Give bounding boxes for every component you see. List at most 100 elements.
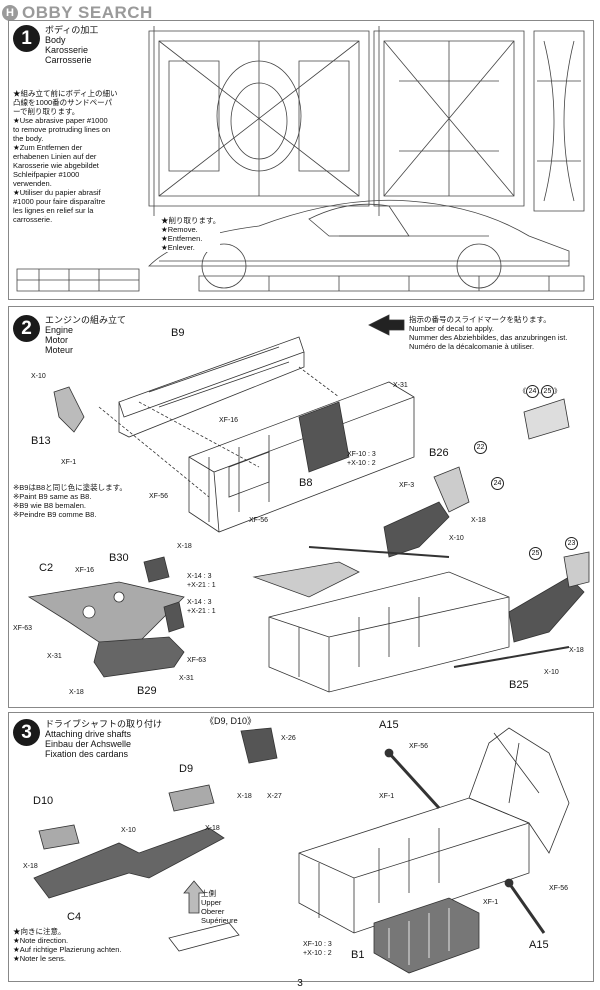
instruction-line: ーで削り取ります。 <box>13 107 80 116</box>
instruction-line: les lignes en relief sur la <box>13 206 94 215</box>
step-title-ja: エンジンの組み立て <box>45 315 127 325</box>
instruction-line: ★Utiliser du papier abrasif <box>13 188 101 197</box>
instruction-line: the body. <box>13 134 44 143</box>
instruction-line: Schleifpapier #1000 <box>13 170 80 179</box>
decal-note-line: Number of decal to apply. <box>409 324 494 333</box>
part-label-a15-bottom: A15 <box>529 939 549 951</box>
upper-line: Oberer <box>201 907 225 916</box>
part-label-b30: B30 <box>109 552 129 564</box>
screw-label: XF-56 <box>549 885 569 892</box>
step-title: エンジンの組み立て Engine Motor Moteur <box>45 315 126 355</box>
screw-label: +X-21 : 1 <box>187 608 216 615</box>
screw-label: X-10 <box>544 669 559 676</box>
decal-number: 23 <box>565 537 578 550</box>
screw-label: X-18 <box>569 647 584 654</box>
screw-label: XF-1 <box>379 793 395 800</box>
inset-title: 《D9, D10》 <box>205 716 257 726</box>
direction-line: ★Noter le sens. <box>13 954 66 963</box>
step-title-de: Karosserie <box>45 45 89 55</box>
step-number: 1 <box>13 25 40 52</box>
screw-label: XF-3 <box>399 482 415 489</box>
part-label-b8: B8 <box>299 477 313 489</box>
upper-label: 上側 Upper Oberer Supérieure <box>201 889 238 925</box>
upper-line: 上側 <box>201 889 216 898</box>
step-title-en: Engine <box>45 325 74 335</box>
decal-number: 24 <box>526 385 539 398</box>
screw-label: X-18 <box>205 825 220 832</box>
watermark-text: OBBY SEARCH <box>22 3 153 22</box>
part-label-d9: D9 <box>179 763 194 775</box>
decal-note-line: Numéro de la décalcomanie à utiliser. <box>409 342 535 351</box>
step-title-fr: Carrosserie <box>45 55 92 65</box>
screw-label: X-10 <box>449 535 464 542</box>
remove-line: ★Remove. <box>161 225 198 234</box>
step-3-panel: 3 ドライブシャフトの取り付け Attaching drive shafts E… <box>8 712 594 982</box>
decal-number: 24 <box>491 477 504 490</box>
page-number: 3 <box>297 978 303 989</box>
screw-label: X-26 <box>281 735 296 742</box>
screw-label: X-14 : 3 <box>187 599 212 606</box>
screw-label: X-18 <box>69 689 84 696</box>
part-label-c4: C4 <box>67 911 82 923</box>
paint-note-line: ※Paint B9 same as B8. <box>13 492 92 501</box>
screw-label: XF-1 <box>483 899 499 906</box>
step-number: 2 <box>13 315 40 342</box>
remove-note: ★削り取ります。 ★Remove. ★Entfernen. ★Enlever. <box>161 216 221 252</box>
screw-label: X-18 <box>177 543 192 550</box>
instruction-line: ★Zum Entfernen der <box>13 143 83 152</box>
step-title-ja: ドライブシャフトの取り付け <box>45 719 163 729</box>
part-label-b9: B9 <box>171 327 185 339</box>
engine-drawing <box>27 314 590 693</box>
screw-label: XF-56 <box>249 517 269 524</box>
direction-line: ★向きに注意。 <box>13 927 66 936</box>
decal-note-line: 指示の番号のスライドマークを貼ります。 <box>409 315 551 324</box>
upper-line: Upper <box>201 898 222 907</box>
body-drawing <box>16 26 585 292</box>
screw-label: XF-1 <box>61 459 77 466</box>
part-label-b13: B13 <box>31 435 51 447</box>
instruction-line: to remove protruding lines on <box>13 125 111 134</box>
step-1-panel: 1 ボディの加工 Body Karosserie Carrosserie ★組み… <box>8 20 594 300</box>
screw-label: X-27 <box>267 793 282 800</box>
step-2-panel: 2 エンジンの組み立て Engine Motor Moteur 指示の番号のスラ… <box>8 306 594 708</box>
decal-note: 指示の番号のスライドマークを貼ります。 Number of decal to a… <box>409 315 567 351</box>
paint-note-line: ※B9 wie B8 bemalen. <box>13 501 86 510</box>
screw-label: XF-56 <box>149 493 169 500</box>
step-title: ドライブシャフトの取り付け Attaching drive shafts Ein… <box>45 719 162 759</box>
step-title-de: Einbau der Achswelle <box>45 739 132 749</box>
decal-number: 22 <box>474 441 487 454</box>
driveshaft-drawing <box>33 727 570 974</box>
step-title-fr: Moteur <box>45 345 74 355</box>
part-label-b1: B1 <box>351 949 365 961</box>
remove-line: ★削り取ります。 <box>161 216 221 225</box>
part-label-b25: B25 <box>509 679 529 691</box>
screw-label: X-31 <box>47 653 62 660</box>
screw-label: X-18 <box>237 793 252 800</box>
step-title: ボディの加工 Body Karosserie Carrosserie <box>45 25 98 65</box>
instruction-line: #1000 pour faire disparaître <box>13 197 106 206</box>
part-label-b26: B26 <box>429 447 449 459</box>
screw-label: +X-10 : 2 <box>347 460 376 467</box>
paint-note: ※B9はB8と同じ色に塗装します。 ※Paint B9 same as B8. … <box>13 483 127 519</box>
screw-label: XF-16 <box>219 417 239 424</box>
part-label-d10: D10 <box>33 795 54 807</box>
screw-label: +X-10 : 2 <box>303 950 332 957</box>
instruction-line: 凸線を1000番のサンドペーパ <box>13 98 113 107</box>
remove-line: ★Entfernen. <box>161 234 203 243</box>
direction-note: ★向きに注意。 ★Note direction. ★Auf richtige P… <box>13 927 121 963</box>
screw-label: XF-63 <box>13 625 33 632</box>
instruction-line: ★組み立て前にボディ上の細い <box>13 89 118 98</box>
screw-label: X-10 <box>31 373 46 380</box>
part-label-b29: B29 <box>137 685 157 697</box>
watermark: H OBBY SEARCH <box>2 2 153 24</box>
screw-label: X-31 <box>179 675 194 682</box>
screw-label: XF-10 : 3 <box>347 451 376 458</box>
step-title-de: Motor <box>45 335 69 345</box>
instruction-line: Karosserie wie abgebildet <box>13 161 99 170</box>
screw-label: X-14 : 3 <box>187 573 212 580</box>
decal-number-pair: 《24,25》 <box>519 385 561 398</box>
instruction-line: ★Use abrasive paper #1000 <box>13 116 108 125</box>
paint-note-line: ※B9はB8と同じ色に塗装します。 <box>13 483 127 492</box>
sanding-instructions: ★組み立て前にボディ上の細い 凸線を1000番のサンドペーパ ーで削り取ります。… <box>13 89 118 224</box>
decal-note-line: Nummer des Abziehbildes, das anzubringen… <box>409 333 568 342</box>
